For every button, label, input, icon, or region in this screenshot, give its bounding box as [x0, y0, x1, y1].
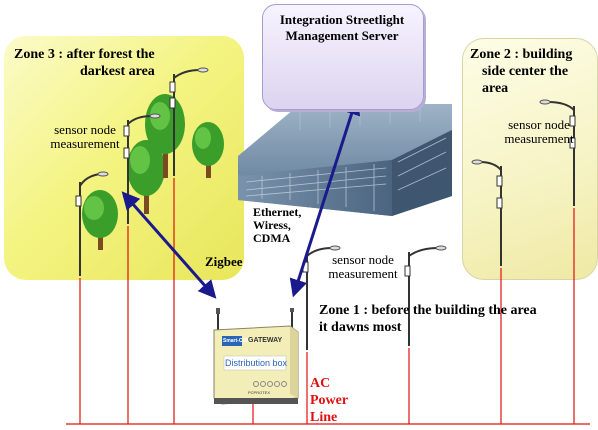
gateway-brand: Smart-CON	[223, 338, 250, 344]
management-server-panel	[262, 4, 424, 110]
zone-1-title-line-2: it dawns most	[319, 320, 402, 335]
server-title: Integration Streetlight Management Serve…	[262, 12, 422, 44]
sensor-label-line-1: sensor node	[54, 122, 116, 137]
server-title-line-1: Integration Streetlight	[279, 12, 405, 27]
zone-3-title-line-1: Zone 3 : after forest the	[14, 47, 155, 62]
sensor-label-line-2: measurement	[328, 266, 398, 281]
zone-2-title-line-3: area	[482, 81, 509, 96]
ethernet-link-label: Ethernet, Wiress, CDMA	[253, 206, 301, 245]
sensor-node-label-zone-1: sensor node measurement	[318, 253, 408, 281]
zone-3-title: Zone 3 : after forest the darkest area	[14, 46, 234, 80]
sensor-node-label-zone-2: sensor node measurement	[494, 118, 584, 146]
ethernet-label-line-2: Wiress,	[253, 218, 291, 232]
sensor-label-line-1: sensor node	[332, 252, 394, 267]
street-lamp	[75, 171, 109, 276]
ac-label-line-2: Power	[310, 393, 349, 408]
ethernet-link-arrow	[289, 96, 361, 298]
gateway-name: GATEWAY	[248, 337, 283, 344]
sensor-label-line-1: sensor node	[508, 117, 570, 132]
office-building	[238, 104, 452, 216]
tree	[192, 122, 224, 178]
gateway-device-icon	[213, 306, 299, 405]
server-title-line-2: Management Server	[285, 28, 399, 43]
gateway-label: Distribution box	[225, 358, 288, 368]
gateway-model: PCPROTEX	[248, 390, 271, 395]
street-lamp	[539, 99, 576, 206]
zone-2-title: Zone 2 : building side center the area	[470, 46, 594, 97]
ac-label-line-1: AC	[310, 376, 331, 391]
sensor-label-line-2: measurement	[504, 131, 574, 146]
gateway-distribution-box: Smart-CON GATEWAY Distribution box PCPRO…	[212, 306, 300, 406]
street-lamp	[169, 67, 209, 176]
street-lamps	[75, 67, 576, 350]
zone-2-area	[462, 38, 598, 280]
street-lamp	[471, 159, 503, 266]
zone-2-title-line-1: Zone 2 : building	[470, 47, 573, 62]
zone-2-title-line-2: side center the	[482, 64, 569, 79]
ac-power-line-label: AC Power Line	[310, 375, 348, 426]
ethernet-label-line-1: Ethernet,	[253, 205, 302, 219]
sensor-node-label-zone-3: sensor node measurement	[40, 123, 130, 151]
zone-1-title: Zone 1 : before the building the area it…	[319, 302, 589, 336]
zone-3-title-line-2: darkest area	[80, 64, 155, 79]
street-lamp	[404, 245, 447, 346]
tree	[82, 190, 118, 250]
communication-links	[121, 96, 361, 299]
ac-power-lines	[66, 178, 590, 425]
zigbee-link-arrow	[121, 191, 217, 299]
zigbee-link-label: Zigbee	[205, 254, 243, 269]
ethernet-label-line-3: CDMA	[253, 231, 291, 245]
zone-1-title-line-1: Zone 1 : before the building the area	[319, 303, 537, 318]
sensor-label-line-2: measurement	[50, 136, 120, 151]
ac-label-line-3: Line	[310, 410, 338, 425]
